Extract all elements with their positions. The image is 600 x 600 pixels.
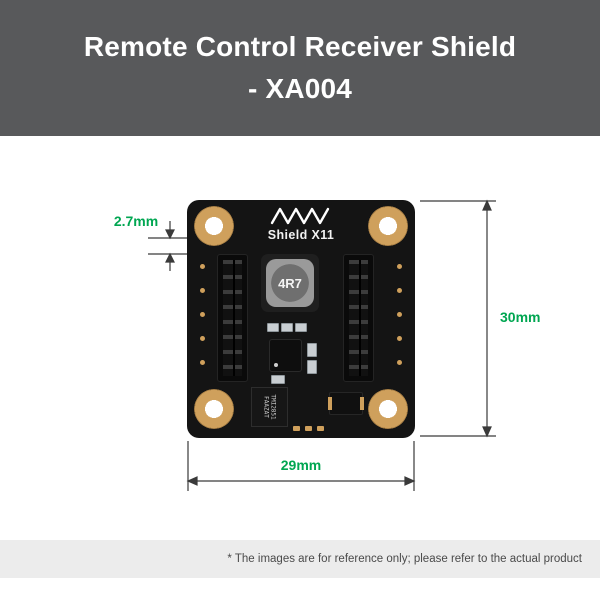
- pcb-board: Shield X11 4R7 TMI2851 FAAZAT: [187, 200, 415, 438]
- brand-logo-icon: [270, 207, 330, 225]
- mounting-hole: [368, 389, 408, 429]
- capacitor: [271, 375, 285, 384]
- via-pad: [397, 288, 402, 293]
- smd-component: [328, 392, 364, 415]
- product-model: - XA004: [247, 73, 353, 104]
- mounting-hole: [194, 206, 234, 246]
- chip-marking-line2: FAAZAT: [262, 396, 270, 418]
- via-pad: [397, 360, 402, 365]
- edge-pad: [293, 426, 300, 431]
- pin-header-right: [343, 254, 374, 382]
- via-pad: [397, 312, 402, 317]
- product-title: Remote Control Receiver Shield: [83, 31, 517, 62]
- board-silkscreen-label: Shield X11: [267, 228, 335, 242]
- pin-header-left: [217, 254, 248, 382]
- mounting-hole: [368, 206, 408, 246]
- edge-pad: [305, 426, 312, 431]
- capacitor: [295, 323, 307, 332]
- disclaimer-text: * The images are for reference only; ple…: [227, 553, 582, 565]
- via-pad: [397, 264, 402, 269]
- dimension-board-width: 29mm: [280, 457, 322, 473]
- header-banner: Remote Control Receiver Shield - XA004: [0, 0, 600, 136]
- dimension-hole-offset: 2.7mm: [113, 213, 159, 229]
- via-pad: [200, 264, 205, 269]
- chip-marking-line1: TMI2851: [269, 394, 277, 420]
- via-pad: [200, 360, 205, 365]
- edge-pad: [317, 426, 324, 431]
- chip-marking: TMI2851 FAAZAT: [262, 394, 276, 419]
- power-inductor: 4R7: [261, 254, 319, 312]
- dimension-board-height: 30mm: [500, 309, 541, 325]
- ic-chip: [269, 339, 302, 372]
- capacitor: [281, 323, 293, 332]
- via-pad: [200, 336, 205, 341]
- capacitor: [307, 343, 317, 357]
- footer-bar: * The images are for reference only; ple…: [0, 540, 600, 578]
- via-pad: [200, 312, 205, 317]
- pin-rows: [349, 260, 368, 376]
- capacitor: [267, 323, 279, 332]
- via-pad: [200, 288, 205, 293]
- inductor-core: 4R7: [266, 259, 314, 307]
- mounting-hole: [194, 389, 234, 429]
- pin-rows: [223, 260, 242, 376]
- via-pad: [397, 336, 402, 341]
- regulator-chip: TMI2851 FAAZAT: [251, 387, 288, 427]
- inductor-marking: 4R7: [278, 275, 302, 291]
- capacitor: [307, 360, 317, 374]
